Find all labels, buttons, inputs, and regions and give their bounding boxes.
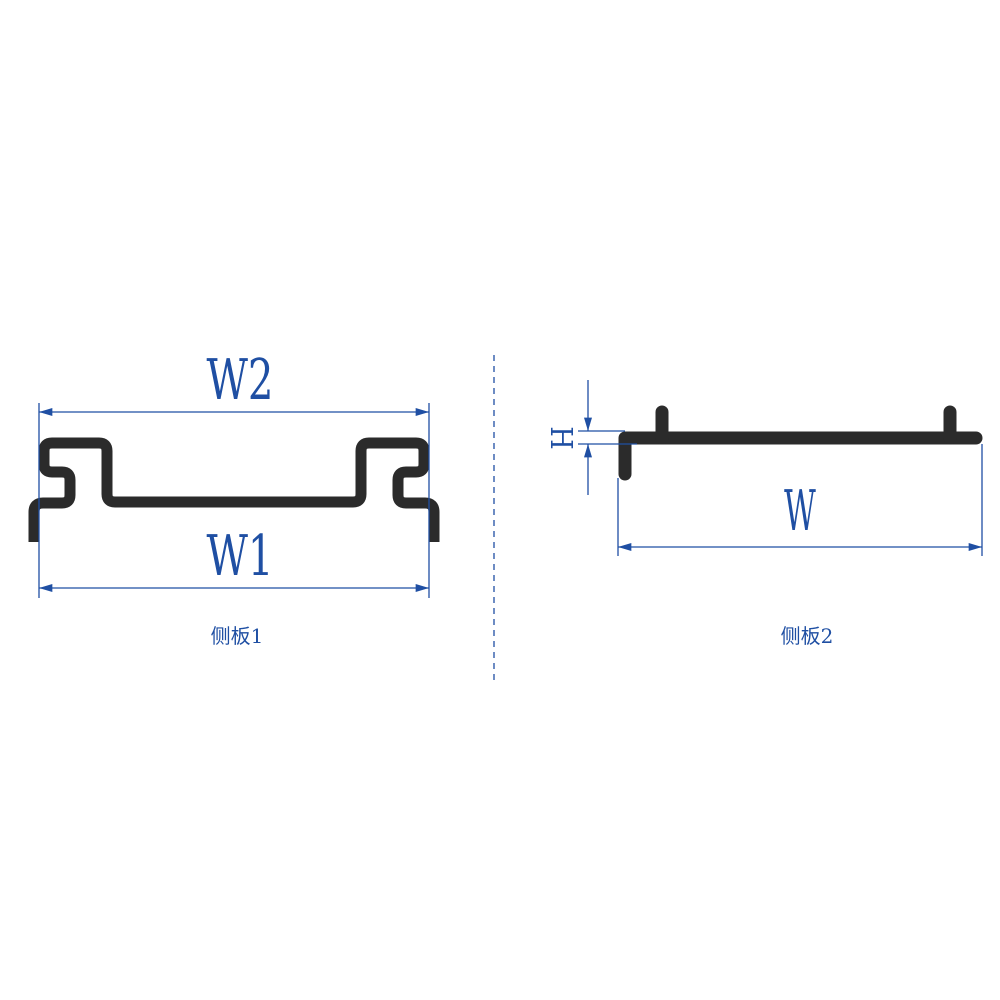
panel1-caption: 侧板1 (211, 624, 264, 648)
w-label: W (784, 478, 816, 544)
w2-label: W2 (206, 347, 273, 412)
panel2-dimension-lines (578, 380, 983, 556)
side-panel-2-profile (618, 405, 983, 481)
w1-label: W1 (206, 523, 273, 588)
panel1-dimension-lines (38, 403, 430, 598)
h-label: H (544, 426, 579, 450)
side-panel-1-profile (28, 437, 440, 542)
panel2-caption: 侧板2 (781, 624, 834, 648)
